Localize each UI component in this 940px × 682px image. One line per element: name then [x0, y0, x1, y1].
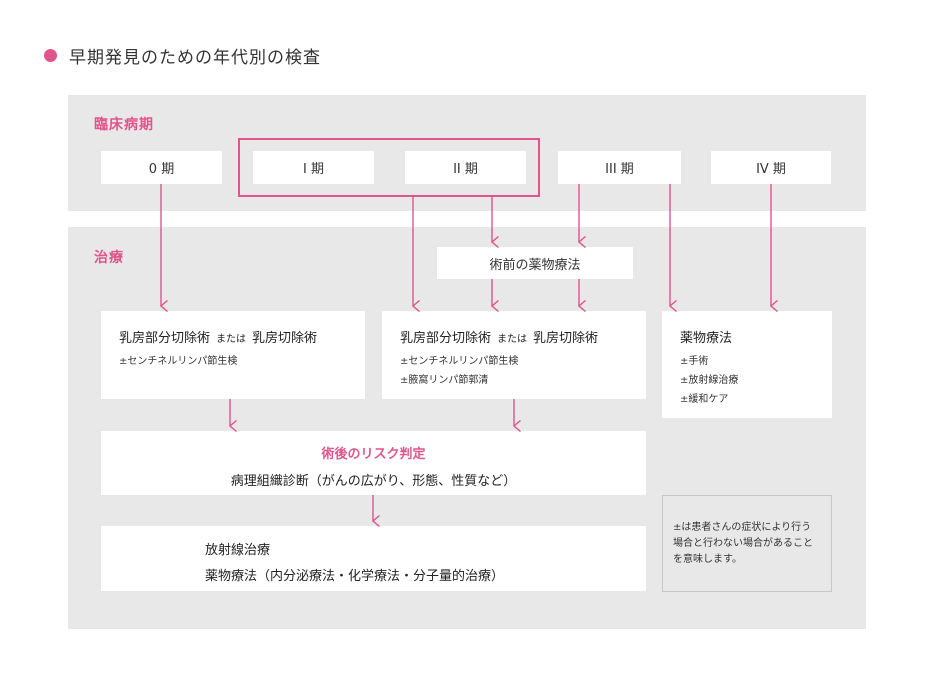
drug-therapy-title: 薬物療法 [680, 331, 733, 346]
drug-therapy-sub-item: ±手術 [680, 356, 709, 367]
drug-therapy-sub-item: ±放射線治療 [680, 375, 739, 386]
stage-1-box: I 期 [253, 151, 374, 184]
surgery-or-text: または [497, 334, 528, 345]
surgery-option-partial: 乳房部分切除術 [400, 331, 492, 346]
stage-3-box: III 期 [558, 151, 681, 184]
surgery-box-stage1-3: 乳房部分切除術または乳房切除術 ±センチネルリンパ節生検 ±腋窩リンパ節郭清 [382, 311, 646, 399]
preop-drug-box: 術前の薬物療法 [437, 247, 633, 279]
surgery-sub-item: ±腋窩リンパ節郭清 [400, 375, 489, 386]
surgery-or-text: または [216, 334, 247, 345]
surgery-sub-item: ±センチネルリンパ節生検 [400, 356, 519, 367]
surgery-main-text: 乳房部分切除術または乳房切除術 [119, 327, 365, 346]
bullet-dot-icon [44, 48, 57, 62]
plus-minus-note: ±は患者さんの症状により行う場合と行わない場合があることを意味します。 [662, 495, 832, 592]
drug-therapy-sub-item: ±緩和ケア [680, 394, 729, 405]
clinical-stage-label: 臨床病期 [94, 117, 154, 133]
page-title: 早期発見のための年代別の検査 [69, 47, 321, 68]
adjuvant-therapy-box: 放射線治療 薬物療法（内分泌療法・化学療法・分子量的治療） [101, 526, 646, 591]
surgery-option-partial: 乳房部分切除術 [119, 331, 211, 346]
surgery-box-stage0: 乳房部分切除術または乳房切除術 ±センチネルリンパ節生検 [101, 311, 365, 399]
postop-risk-detail: 病理組織診断（がんの広がり、形態、性質など） [230, 474, 517, 489]
stage-0-box: 0 期 [101, 151, 222, 184]
surgery-sub-item: ±センチネルリンパ節生検 [119, 356, 238, 367]
stage-2-box: II 期 [405, 151, 526, 184]
surgery-main-text: 乳房部分切除術または乳房切除術 [400, 327, 646, 346]
drug-therapy-box-stage4: 薬物療法 ±手術 ±放射線治療 ±緩和ケア [662, 311, 832, 418]
surgery-option-mastectomy: 乳房切除術 [533, 331, 599, 346]
surgery-option-mastectomy: 乳房切除術 [252, 331, 318, 346]
stage-4-box: IV 期 [711, 151, 831, 184]
postop-risk-box: 術後のリスク判定 病理組織診断（がんの広がり、形態、性質など） [101, 431, 646, 495]
systemic-therapy-text: 薬物療法（内分泌療法・化学療法・分子量的治療） [205, 569, 505, 584]
postop-risk-title: 術後のリスク判定 [321, 447, 426, 462]
radiation-therapy-text: 放射線治療 [205, 543, 271, 558]
page-heading: 早期発見のための年代別の検査 [44, 42, 321, 68]
stage-1-2-group-frame [238, 138, 540, 197]
treatment-label: 治療 [94, 250, 124, 266]
